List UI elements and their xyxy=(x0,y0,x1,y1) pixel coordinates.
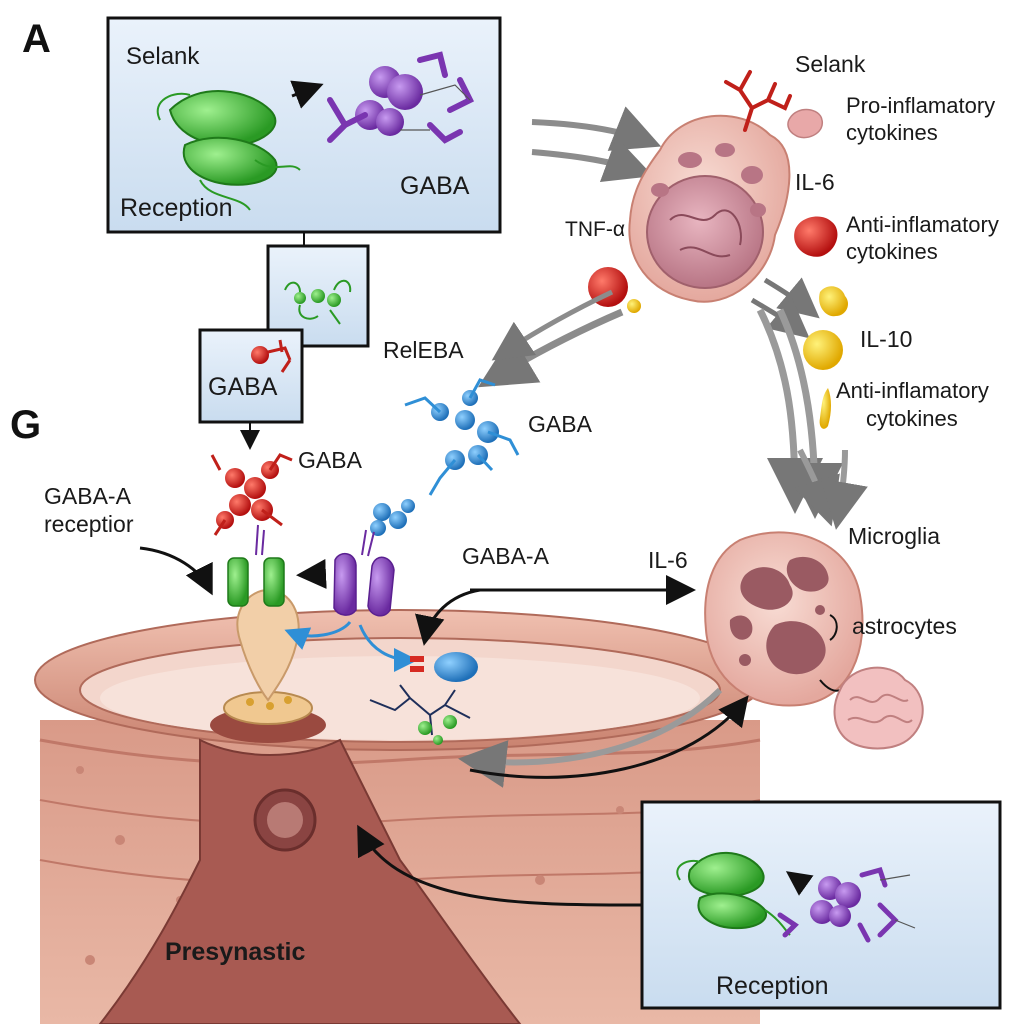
bottom-purple-molecule xyxy=(777,866,916,943)
black-arrow-membrane-microglia xyxy=(469,695,749,779)
label-anti-inflammatory-a1: Anti-inflamatory xyxy=(846,212,999,237)
label-anti-inflammatory-a2: cytokines xyxy=(846,239,938,264)
top-reception-box: Selank Reception GABA xyxy=(106,16,502,234)
bottom-box-caption: Reception xyxy=(716,972,829,1000)
red-bar-1 xyxy=(410,656,424,662)
blue-ligand xyxy=(434,652,478,682)
label-anti-inflammatory-b2: cytokines xyxy=(866,406,958,431)
label-anti-inflammatory-b1: Anti-inflamatory xyxy=(836,378,989,403)
astrocyte-pointer xyxy=(829,614,838,641)
label-gaba-a-receptor-2: receptior xyxy=(44,511,134,537)
label-releba: RelEBA xyxy=(383,337,464,363)
binding-arrow xyxy=(290,80,324,109)
anti-inflammatory-yellow-drop xyxy=(819,388,831,429)
astrocyte-blob xyxy=(833,666,924,750)
pro-inflammatory-blob xyxy=(787,108,823,139)
gray-arrows-to-releba xyxy=(477,289,624,388)
label-astrocytes: astrocytes xyxy=(852,613,957,639)
label-gaba-a-mid: GABA-A xyxy=(462,543,550,569)
label-il6-mid: IL-6 xyxy=(648,547,688,573)
selank-molecule xyxy=(724,70,792,132)
label-gaba-red: GABA xyxy=(298,447,363,473)
purple-gaba-a-receptor xyxy=(333,529,395,617)
small-yellow-sphere xyxy=(627,299,641,313)
green-gaba-a-receptor xyxy=(227,524,285,607)
label-il10: IL-10 xyxy=(860,326,912,352)
gray-arrows-il10 xyxy=(750,277,820,339)
green-receptor-molecule xyxy=(156,90,301,211)
small-gaba-box: GABA xyxy=(198,328,304,424)
label-gaba-a-receptor-1: GABA-A xyxy=(44,483,132,509)
label-pro-inflammatory-1: Pro-inflamatory xyxy=(846,93,995,118)
panel-letter-g: G xyxy=(10,403,41,447)
gray-arrows-top xyxy=(531,106,662,183)
blue-arrow-right xyxy=(358,624,418,672)
small-box-caption: GABA xyxy=(208,373,278,401)
label-pro-inflammatory-2: cytokines xyxy=(846,120,938,145)
neuron-dendrites xyxy=(369,684,471,745)
purple-gaba-molecule xyxy=(327,51,475,144)
arrow-to-ligand xyxy=(415,588,481,646)
label-selank: Selank xyxy=(795,51,866,77)
anti-inflammatory-red-blob xyxy=(794,216,838,257)
bottom-green-receptor xyxy=(676,851,791,936)
immune-cell xyxy=(628,114,791,303)
blue-gaba-molecule xyxy=(370,378,520,536)
arrow-between-receptors xyxy=(296,558,327,589)
gray-arrow-microglia-membrane xyxy=(458,687,723,788)
microglia-cell xyxy=(704,531,864,707)
red-gaba-molecule xyxy=(210,453,293,536)
label-microglia: Microglia xyxy=(848,523,940,549)
label-tnf: TNF-α xyxy=(565,218,625,241)
panel-letter-a: A xyxy=(22,17,51,61)
bottom-binding-arrow xyxy=(785,871,814,896)
bottom-reception-box: Reception xyxy=(640,800,1002,1010)
top-box-title: Selank xyxy=(126,43,200,70)
il10-yellow-blob xyxy=(819,286,849,317)
blue-arrow-left xyxy=(284,620,352,650)
il10-yellow-sphere xyxy=(803,330,843,370)
top-box-left-caption: Reception xyxy=(120,194,233,222)
arrow-to-receptor xyxy=(139,546,213,596)
label-presynaptic: Presynastic xyxy=(165,938,305,966)
label-gaba-blue: GABA xyxy=(528,411,593,437)
arrow-reception-to-presynaptic xyxy=(357,824,643,907)
label-il6-top: IL-6 xyxy=(795,169,835,195)
top-box-right-caption: GABA xyxy=(400,172,470,200)
red-bar-2 xyxy=(410,666,424,672)
gray-arrows-to-microglia xyxy=(756,308,868,530)
